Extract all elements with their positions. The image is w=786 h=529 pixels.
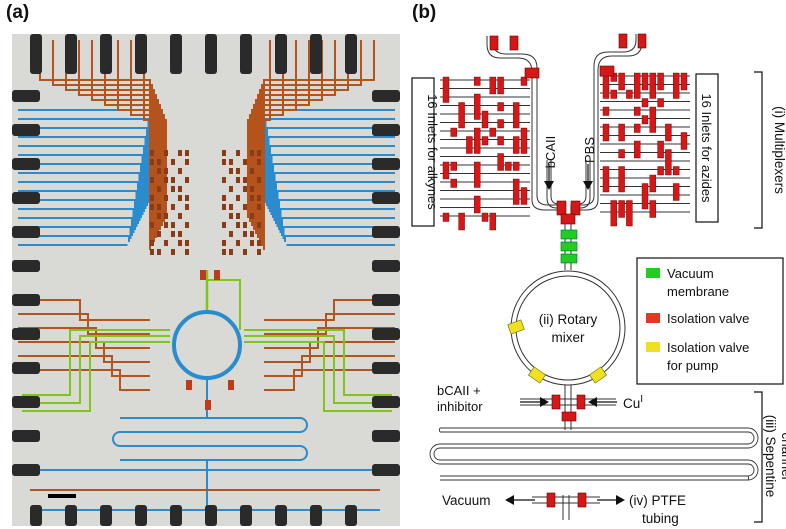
- vacuum-label: Vacuum: [442, 493, 491, 508]
- azide-inlet-box: [695, 73, 719, 223]
- svg-text:Vacuum: Vacuum: [667, 266, 714, 281]
- panel-a-label: (a): [6, 2, 30, 23]
- alkyne-inlet-box: [411, 77, 435, 227]
- chip-rotary-ring: [172, 310, 242, 380]
- legend-swatch-yellow: [646, 342, 660, 352]
- serpentine-channel: [429, 427, 759, 481]
- rotary-mixer-label-1: (ii) Rotary: [539, 312, 598, 327]
- serpentine-label-2: channel: [779, 432, 786, 479]
- svg-text:for pump: for pump: [667, 358, 718, 373]
- schematic: 16 Inlets for alkynes 16 Inlets for azid…: [411, 33, 786, 526]
- svg-text:Isolation valve: Isolation valve: [667, 311, 749, 326]
- chip-valves: [150, 150, 261, 410]
- multiplexers-label: (i) Multiplexers: [772, 106, 786, 194]
- bcaii-inhibitor-label-2: inhibitor: [437, 399, 483, 414]
- serpentine-label-1: (iii) Sepentine: [763, 415, 778, 498]
- multiplexer-left: [440, 76, 530, 231]
- rotary-mixer-inner: [515, 275, 621, 381]
- multiplexer-right: [600, 72, 690, 227]
- legend-item-isolation-valve-pump: Isolation valve for pump: [646, 340, 749, 373]
- legend-item-isolation-valve: Isolation valve: [646, 311, 749, 326]
- ptfe-label-1: (iv) PTFE: [629, 493, 686, 508]
- chip-tubing: [12, 34, 400, 526]
- cu-label: CuI: [623, 394, 643, 411]
- rotary-mixer-label-2: mixer: [552, 330, 586, 345]
- svg-text:membrane: membrane: [667, 284, 729, 299]
- chip-photo: [12, 34, 400, 526]
- legend-box: [636, 257, 784, 385]
- legend-swatch-red: [646, 313, 660, 323]
- legend-item-vacuum-membrane: Vacuum membrane: [646, 266, 729, 299]
- pbs-label: PBS: [582, 137, 597, 163]
- chip-channels: [18, 40, 395, 520]
- rotary-mixer-outer: [510, 270, 626, 386]
- bcaii-inhibitor-label-1: bCAII +: [437, 383, 481, 398]
- legend-swatch-green: [646, 268, 660, 278]
- azide-inlet-label: 16 Inlets for azides: [699, 93, 714, 203]
- alkyne-inlet-label: 16 Inlets for alkynes: [425, 94, 440, 210]
- scale-bar: [48, 494, 76, 498]
- panel-b-label: (b): [412, 2, 437, 23]
- svg-text:Isolation valve: Isolation valve: [667, 340, 749, 355]
- bcaii-label: bCAII: [543, 136, 558, 169]
- ptfe-label-2: tubing: [642, 511, 679, 526]
